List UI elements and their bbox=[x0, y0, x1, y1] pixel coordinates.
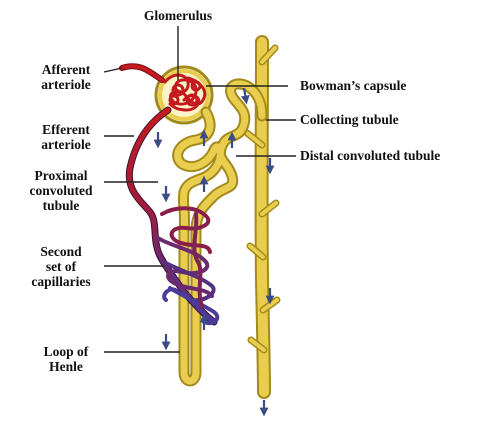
label-afferent-line1: Afferent bbox=[28, 62, 104, 77]
label-afferent-line2: arteriole bbox=[28, 77, 104, 92]
label-bowmans-capsule: Bowman’s capsule bbox=[300, 78, 406, 93]
label-second-line1: Second bbox=[18, 244, 104, 259]
label-glomerulus-text: Glomerulus bbox=[128, 8, 228, 23]
label-distal-text: Distal convoluted tubule bbox=[300, 148, 440, 163]
label-proximal-convoluted-tubule: Proximal convoluted tubule bbox=[18, 168, 104, 213]
label-second-line2: set of bbox=[18, 259, 104, 274]
label-collecting-text: Collecting tubule bbox=[300, 112, 399, 127]
label-second-line3: capillaries bbox=[18, 274, 104, 289]
label-efferent-line2: arteriole bbox=[28, 137, 104, 152]
label-proximal-line1: Proximal bbox=[18, 168, 104, 183]
label-loop-of-henle: Loop of Henle bbox=[28, 344, 104, 374]
leader-afferent bbox=[104, 68, 122, 72]
label-bowman-text: Bowman’s capsule bbox=[300, 78, 406, 93]
label-afferent-arteriole: Afferent arteriole bbox=[28, 62, 104, 92]
label-collecting-tubule: Collecting tubule bbox=[300, 112, 399, 127]
label-second-set-capillaries: Second set of capillaries bbox=[18, 244, 104, 289]
label-loop-line2: Henle bbox=[28, 359, 104, 374]
label-glomerulus: Glomerulus bbox=[128, 8, 228, 23]
label-distal-convoluted-tubule: Distal convoluted tubule bbox=[300, 148, 440, 163]
label-proximal-line3: tubule bbox=[18, 198, 104, 213]
label-loop-line1: Loop of bbox=[28, 344, 104, 359]
label-proximal-line2: convoluted bbox=[18, 183, 104, 198]
label-efferent-arteriole: Efferent arteriole bbox=[28, 122, 104, 152]
label-efferent-line1: Efferent bbox=[28, 122, 104, 137]
